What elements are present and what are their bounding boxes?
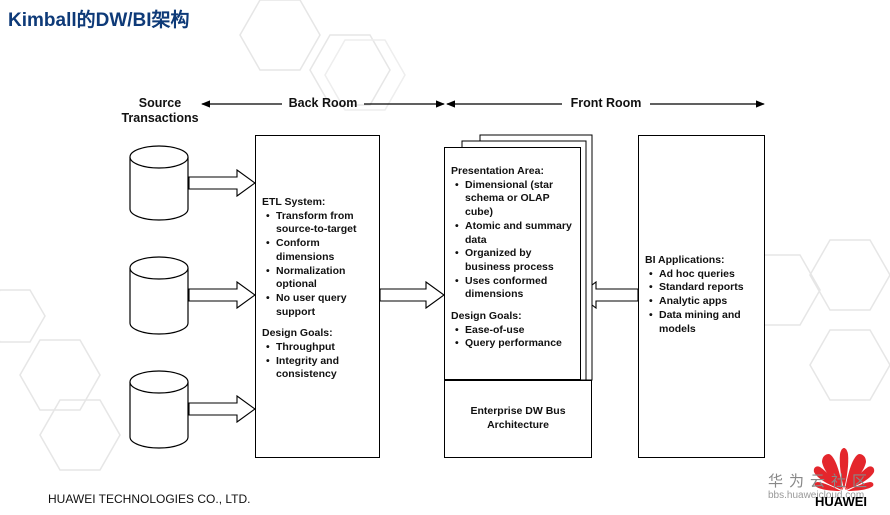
bus-label-line2: Architecture xyxy=(487,419,549,431)
list-item: Organized by business process xyxy=(455,247,576,274)
presentation-design-goals-list: Ease-of-use Query performance xyxy=(451,324,576,351)
list-item: Ease-of-use xyxy=(455,324,576,338)
source-header-line2: Transactions xyxy=(121,111,199,125)
enterprise-dw-bus-box: Enterprise DW Bus Architecture xyxy=(444,380,592,458)
etl-system-box: ETL System: Transform from source-to-tar… xyxy=(255,135,380,458)
etl-design-goals-heading: Design Goals: xyxy=(262,327,333,340)
bi-applications-box: BI Applications: Ad hoc queries Standard… xyxy=(638,135,765,458)
list-item: Integrity and consistency xyxy=(266,355,375,382)
presentation-design-goals-heading: Design Goals: xyxy=(451,310,522,323)
back-room-header: Back Room xyxy=(288,96,358,110)
presentation-area-box: Presentation Area: Dimensional (star sch… xyxy=(444,147,581,380)
hollow-arrow-icon xyxy=(188,280,256,310)
bi-applications-list: Ad hoc queries Standard reports Analytic… xyxy=(645,268,760,337)
community-chinese-label: 华为云社区 xyxy=(768,473,874,490)
list-item: Standard reports xyxy=(649,281,760,295)
list-item: Atomic and summary data xyxy=(455,220,576,247)
database-cylinder-icon xyxy=(129,256,189,335)
list-item: Normalization optional xyxy=(266,265,375,292)
list-item: Query performance xyxy=(455,337,576,351)
slide-title: Kimball的DW/BI架构 xyxy=(8,10,190,31)
database-cylinder-icon xyxy=(129,145,189,221)
hollow-arrow-icon xyxy=(188,394,256,424)
etl-system-list: Transform from source-to-target Conform … xyxy=(262,210,375,320)
front-room-header: Front Room xyxy=(570,96,642,110)
hollow-arrow-icon xyxy=(379,280,445,310)
etl-design-goals-list: Throughput Integrity and consistency xyxy=(262,341,375,382)
huawei-brand-text: HUAWEI xyxy=(815,494,867,509)
list-item: Ad hoc queries xyxy=(649,268,760,282)
list-item: Uses conformed dimensions xyxy=(455,275,576,302)
presentation-area-heading: Presentation Area: xyxy=(451,165,544,177)
database-cylinder-icon xyxy=(129,370,189,449)
source-header-line1: Source xyxy=(138,96,182,110)
hollow-arrow-icon xyxy=(188,168,256,198)
list-item: No user query support xyxy=(266,292,375,319)
list-item: Throughput xyxy=(266,341,375,355)
list-item: Dimensional (star schema or OLAP cube) xyxy=(455,179,576,220)
bi-applications-heading: BI Applications: xyxy=(645,254,725,266)
company-footer: HUAWEI TECHNOLOGIES CO., LTD. xyxy=(48,492,251,506)
list-item: Data mining and models xyxy=(649,309,760,336)
source-transactions-header: Source Transactions xyxy=(112,96,208,126)
list-item: Transform from source-to-target xyxy=(266,210,375,237)
list-item: Analytic apps xyxy=(649,295,760,309)
presentation-area-list: Dimensional (star schema or OLAP cube) A… xyxy=(451,179,576,302)
etl-system-heading: ETL System: xyxy=(262,196,326,208)
huawei-logo-icon xyxy=(813,448,875,491)
community-url: bbs.huaweicloud.com xyxy=(768,490,865,501)
list-item: Conform dimensions xyxy=(266,237,375,264)
bus-label-line1: Enterprise DW Bus xyxy=(470,405,566,418)
